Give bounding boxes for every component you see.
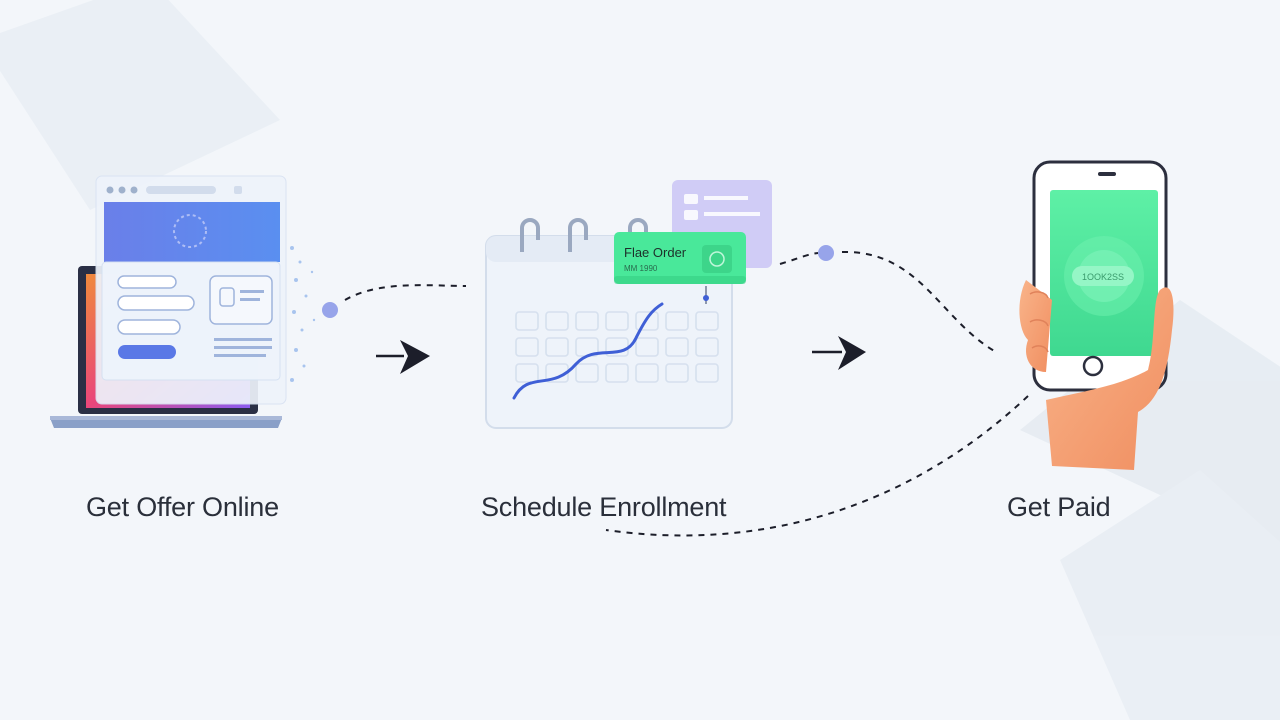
- connector-2-3: [605, 245, 1029, 537]
- sparkle-dots: [290, 246, 316, 382]
- phone-amount-text: 1OOK2SS: [1082, 272, 1124, 282]
- calendar-rings: [520, 218, 648, 252]
- address-bar: [146, 186, 216, 194]
- connector-1-2: [322, 284, 467, 374]
- pin-icon: [703, 295, 709, 301]
- hand-palm: [1046, 287, 1174, 470]
- trend-line: [512, 302, 664, 400]
- connector-dot: [322, 302, 338, 318]
- hand-thumb: [1019, 280, 1052, 372]
- amount-pill: [1072, 266, 1134, 286]
- form-field: [117, 319, 181, 335]
- window-dot-icon: [118, 186, 126, 194]
- return-path: [605, 395, 1029, 537]
- calendar-icon: [485, 180, 772, 429]
- phone-in-hand-icon: [1019, 160, 1174, 470]
- step-label-get-paid: Get Paid: [1007, 492, 1111, 522]
- browser-header-banner: [104, 202, 280, 262]
- order-card-badge: [702, 245, 732, 273]
- home-button-icon: [1082, 355, 1104, 377]
- order-card-title: Flae Order: [624, 245, 687, 260]
- order-card-subtitle: MM 1990: [624, 264, 658, 273]
- phone-speaker: [1098, 172, 1116, 176]
- window-dot-icon: [130, 186, 138, 194]
- gear-icon: [709, 251, 725, 267]
- arrow-right-icon: [400, 340, 430, 374]
- form-submit-button: [118, 345, 176, 359]
- step-label-get-offer-online: Get Offer Online: [86, 492, 279, 522]
- arrow-right-icon: [838, 336, 866, 370]
- badge-icon: [173, 214, 207, 248]
- window-dot-icon: [106, 186, 114, 194]
- form-field: [117, 295, 195, 311]
- form-field: [117, 275, 177, 289]
- step-label-schedule-enrollment: Schedule Enrollment: [481, 492, 727, 522]
- laptop-base: [50, 418, 282, 428]
- laptop-offer-form-icon: [50, 175, 316, 428]
- connector-dot: [818, 245, 834, 261]
